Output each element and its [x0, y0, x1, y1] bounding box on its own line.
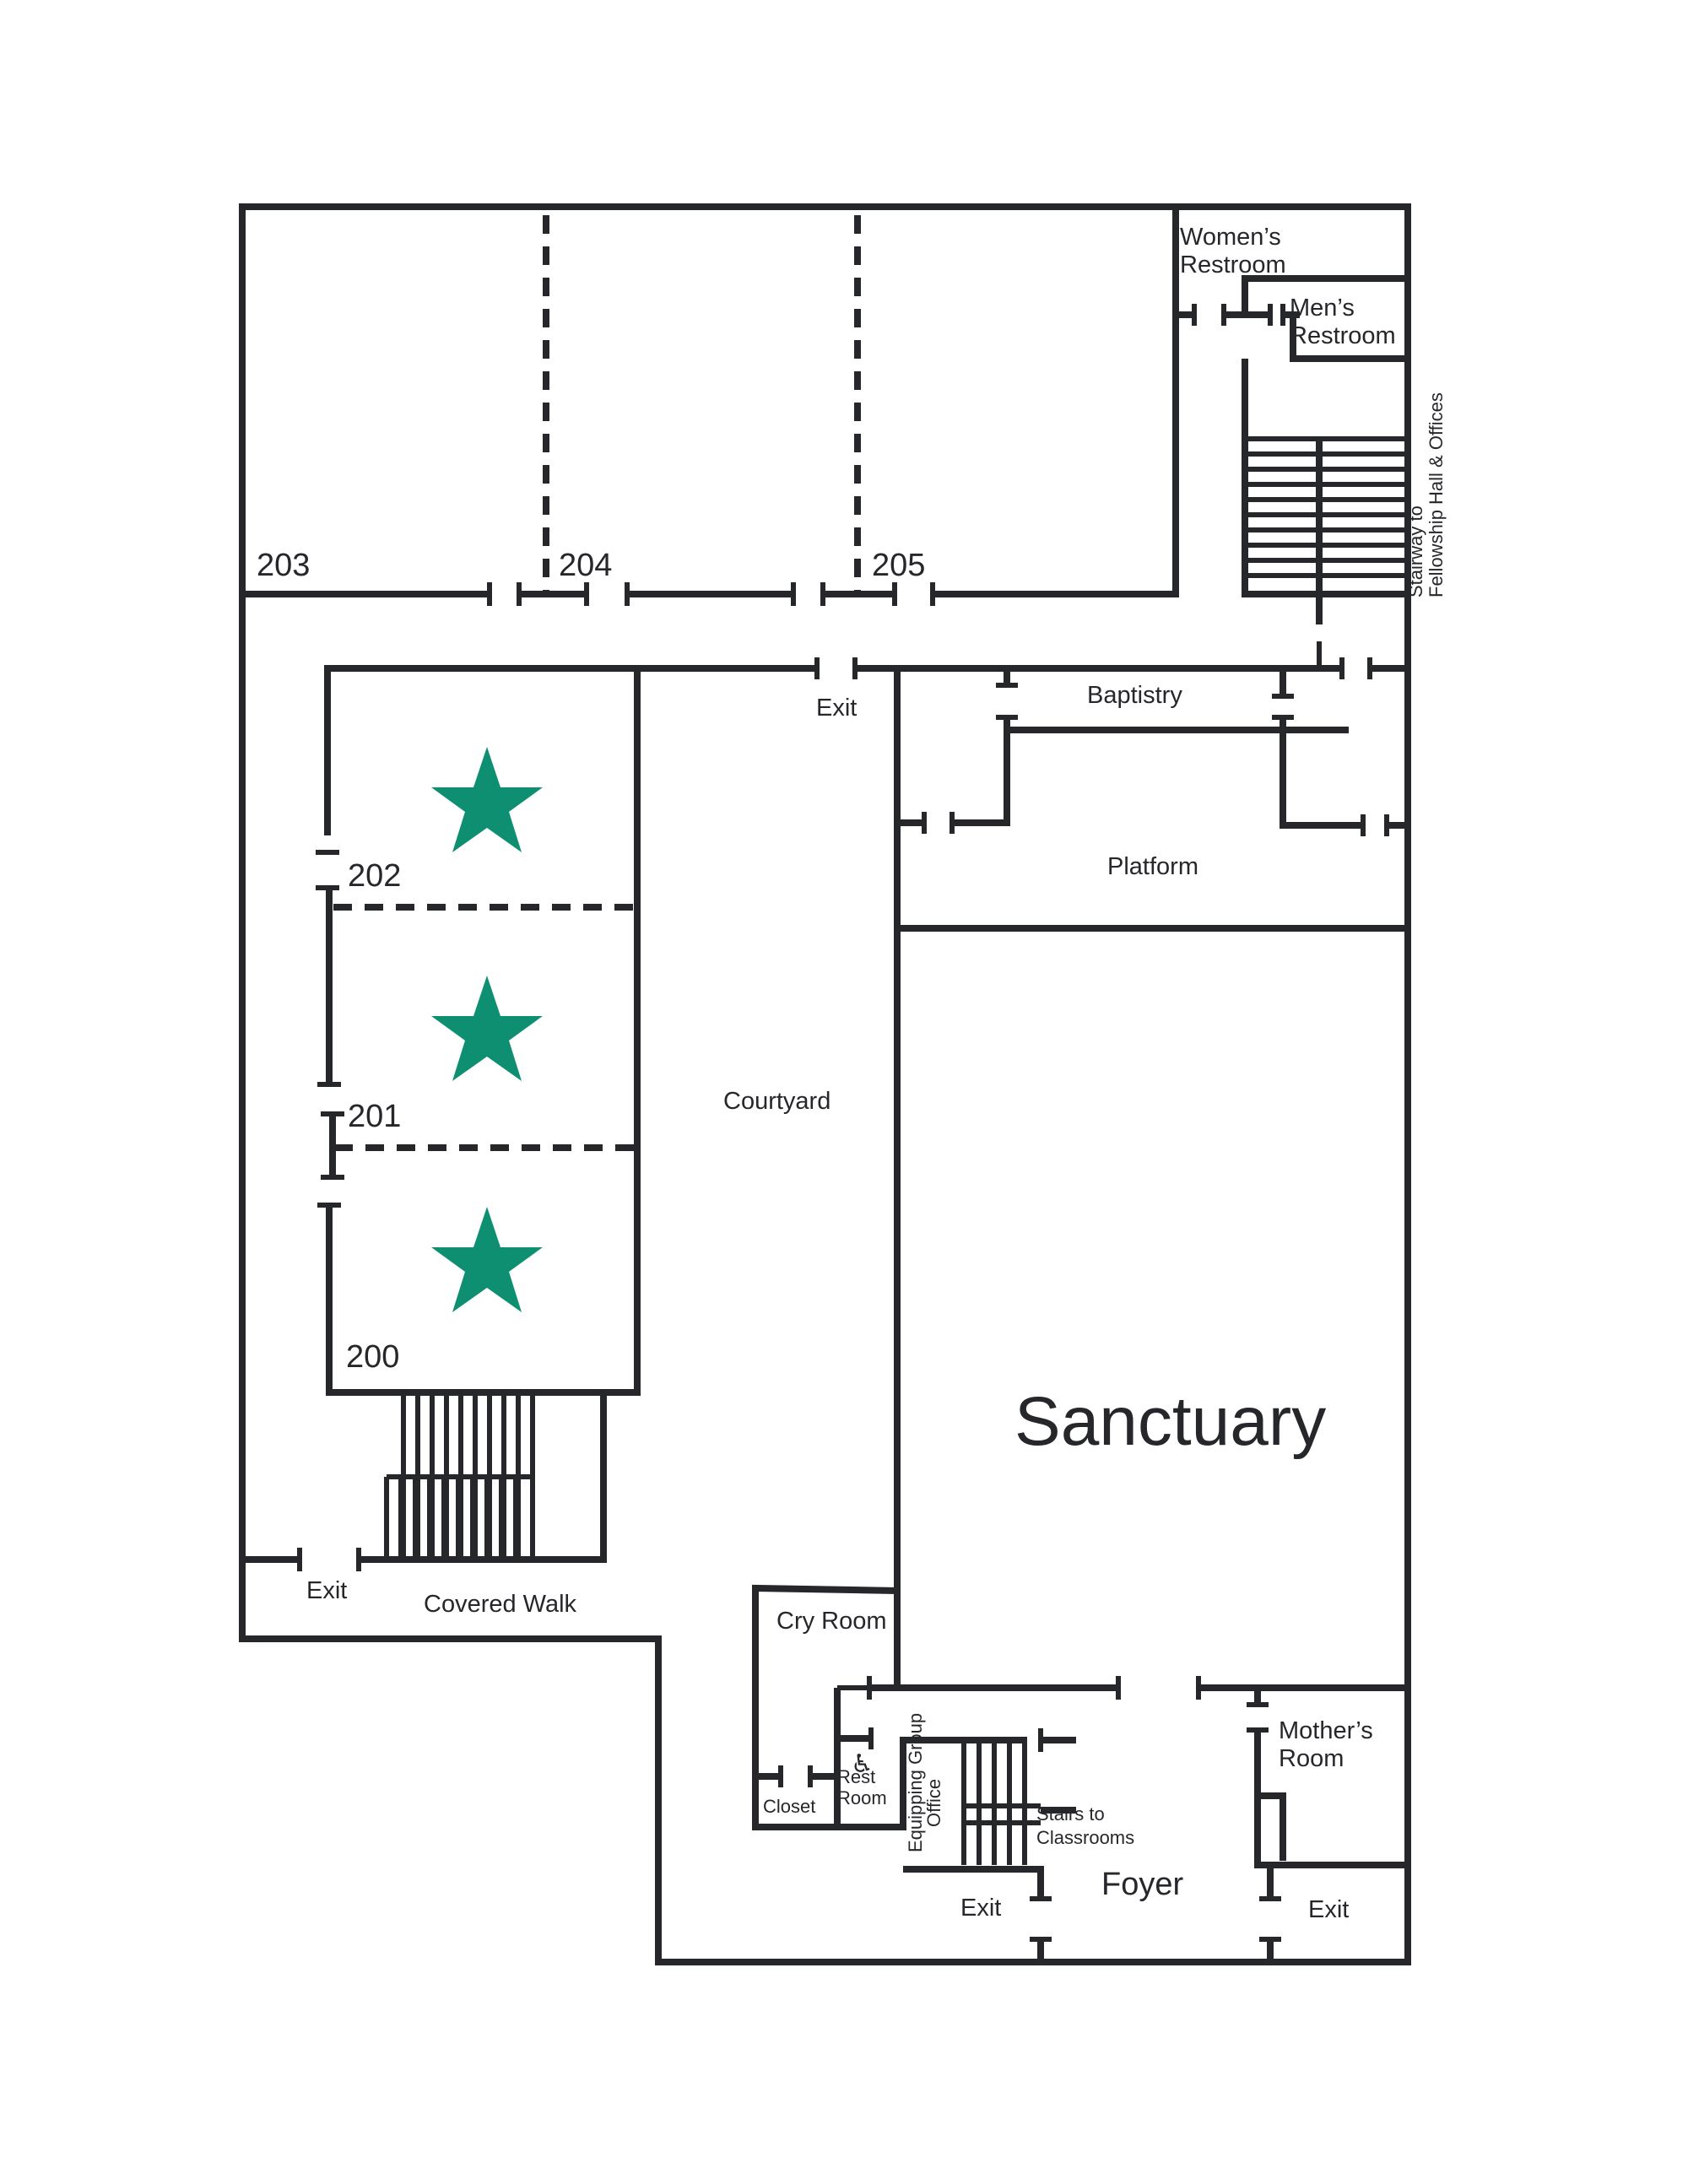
stairs-classrooms-label-2: Classrooms	[1036, 1827, 1134, 1848]
sanctuary-label: Sanctuary	[1014, 1383, 1326, 1460]
star-marker-202	[431, 747, 543, 852]
room-204-label: 204	[559, 548, 612, 583]
stairway-label-1: Stairway to	[1405, 505, 1426, 597]
classrooms-block	[317, 668, 641, 1396]
mothers-room-label-1: Mother’s	[1279, 1717, 1373, 1744]
equipping-office-label-2: Office	[923, 1779, 944, 1827]
star-marker-200	[431, 1207, 543, 1312]
covered-walk-label: Covered Walk	[424, 1591, 577, 1618]
top-rooms-wall	[242, 207, 1179, 606]
foyer-rooms	[752, 1584, 1076, 1962]
foyer-exit-right-label: Exit	[1308, 1896, 1349, 1923]
rest-room-label-2: Room	[837, 1787, 887, 1808]
classroom-stairs	[242, 1392, 607, 1571]
room-203-label: 203	[257, 548, 310, 583]
mens-restroom-label-2: Restroom	[1290, 322, 1396, 349]
womens-restroom-label-2: Restroom	[1180, 251, 1286, 278]
sanctuary-block	[894, 668, 1408, 1700]
stairs-classrooms-label-1: Stairs to	[1036, 1803, 1105, 1825]
foyer-exit-left-label: Exit	[960, 1895, 1001, 1922]
equipping-office-label-1: Equipping Group	[905, 1713, 926, 1852]
left-exit-label: Exit	[306, 1577, 347, 1604]
foyer-label: Foyer	[1101, 1867, 1183, 1902]
closet-label: Closet	[763, 1796, 815, 1817]
room-202-label: 202	[348, 858, 401, 894]
mens-restroom-label-1: Men’s	[1290, 295, 1355, 322]
fellowship-stairway	[1242, 359, 1408, 624]
mothers-room-label-2: Room	[1279, 1745, 1344, 1772]
restrooms	[1176, 275, 1408, 362]
courtyard-label: Courtyard	[723, 1088, 830, 1115]
outer-wall	[239, 203, 1411, 1965]
mothers-room	[1247, 1688, 1408, 1962]
room-200-label: 200	[346, 1339, 399, 1375]
baptistry-label: Baptistry	[1087, 682, 1182, 709]
room-201-label: 201	[348, 1099, 401, 1134]
top-exit-label: Exit	[816, 695, 857, 722]
room-205-label: 205	[872, 548, 925, 583]
rest-room-label-1: Rest	[837, 1766, 875, 1787]
platform-label: Platform	[1107, 853, 1198, 880]
wheelchair-icon: ♿	[851, 1749, 874, 1779]
corridor-wall	[316, 641, 1408, 890]
star-marker-201	[431, 976, 543, 1081]
stairway-label-2: Fellowship Hall & Offices	[1426, 392, 1447, 597]
cry-room-label: Cry Room	[776, 1608, 887, 1635]
womens-restroom-label-1: Women’s	[1180, 224, 1281, 251]
